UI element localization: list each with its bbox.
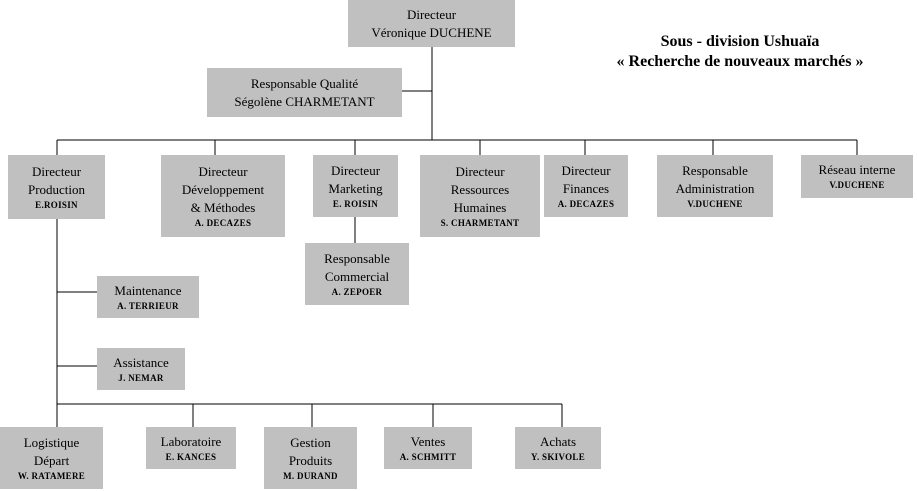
box-title: Réseau interne <box>818 162 896 177</box>
box-name: Y. SKIVOLE <box>530 451 585 462</box>
org-box-reseau-interne: Réseau interne V.DUCHENE <box>801 155 913 198</box>
box-title: Directeur <box>330 162 381 178</box>
box-title: Administration <box>675 180 755 196</box>
box-title: Directeur <box>406 6 457 22</box>
org-box-gestion-produits: Gestion Produits M. DURAND <box>264 427 357 489</box>
box-name: Véronique DUCHENE <box>371 24 492 40</box>
box-name: A. ZEPOER <box>331 286 383 297</box>
box-title: Humaines <box>453 199 507 215</box>
org-box-achats: Achats Y. SKIVOLE <box>515 427 601 469</box>
box-name: E. KANCES <box>165 451 217 462</box>
box-name: A. DECAZES <box>557 198 615 209</box>
box-title: Commercial <box>324 268 390 284</box>
org-box-directeur-production: Directeur Production E.ROISIN <box>8 155 105 219</box>
box-title: Responsable Qualité <box>250 75 359 91</box>
box-name: A. TERRIEUR <box>117 300 179 311</box>
box-title: Logistique <box>23 434 80 450</box>
division-title-line2: « Recherche de nouveaux marchés » <box>616 53 864 70</box>
box-title: Finances <box>562 180 610 196</box>
box-title: Ressources <box>450 181 510 197</box>
org-box-assistance: Assistance J. NEMAR <box>97 348 185 390</box>
org-box-directeur-finances: Directeur Finances A. DECAZES <box>544 155 628 217</box>
box-title: Assistance <box>113 354 169 370</box>
box-title: Production <box>27 181 86 197</box>
box-title: Marketing <box>328 180 383 196</box>
box-name: S. CHARMETANT <box>440 217 520 228</box>
box-title: Directeur <box>31 163 82 179</box>
box-title: Directeur <box>561 162 611 178</box>
box-name: A. DECAZES <box>194 217 252 228</box>
org-box-responsable-commercial: Responsable Commercial A. ZEPOER <box>305 243 409 305</box>
box-title: & Méthodes <box>190 199 256 215</box>
org-box-directeur: Directeur Véronique DUCHENE <box>348 0 515 47</box>
box-title: Développement <box>181 181 265 197</box>
box-name: W. RATAMERE <box>17 470 86 481</box>
division-title-line1: Sous - division Ushuaïa <box>660 33 820 50</box>
org-box-laboratoire: Laboratoire E. KANCES <box>146 427 236 469</box>
box-name: E.ROISIN <box>35 199 78 210</box>
box-name: A. SCHMITT <box>399 451 457 462</box>
box-title: Gestion <box>290 434 331 450</box>
org-box-logistique-depart: Logistique Départ W. RATAMERE <box>0 427 103 489</box>
box-title: Responsable <box>324 250 390 266</box>
org-box-directeur-marketing: Directeur Marketing E. ROISIN <box>313 155 398 217</box>
org-box-directeur-ressources-humaines: Directeur Ressources Humaines S. CHARMET… <box>420 155 540 237</box>
org-box-responsable-administration: Responsable Administration V.DUCHENE <box>657 155 773 217</box>
box-title: Ventes <box>410 433 446 449</box>
org-box-ventes: Ventes A. SCHMITT <box>384 427 472 469</box>
box-title: Directeur <box>198 163 248 179</box>
division-title: Sous - division Ushuaïa « Recherche de n… <box>590 32 890 72</box>
box-name: E. ROISIN <box>332 198 379 209</box>
org-box-directeur-developpement: Directeur Développement & Méthodes A. DE… <box>161 155 285 237</box>
box-title: Responsable <box>682 162 748 178</box>
box-title: Départ <box>33 452 70 468</box>
box-title: Directeur <box>455 163 505 179</box>
box-title: Laboratoire <box>160 433 222 449</box>
box-name: V.DUCHENE <box>829 180 885 190</box>
box-name: V.DUCHENE <box>687 198 743 209</box>
box-name: M. DURAND <box>283 470 338 481</box>
org-box-maintenance: Maintenance A. TERRIEUR <box>97 276 199 318</box>
org-box-responsable-qualite: Responsable Qualité Ségolène CHARMETANT <box>207 68 402 117</box>
box-title: Maintenance <box>114 282 182 298</box>
box-title: Achats <box>539 433 577 449</box>
box-title: Produits <box>288 452 333 468</box>
box-name: Ségolène CHARMETANT <box>234 93 375 109</box>
box-name: J. NEMAR <box>118 372 164 383</box>
